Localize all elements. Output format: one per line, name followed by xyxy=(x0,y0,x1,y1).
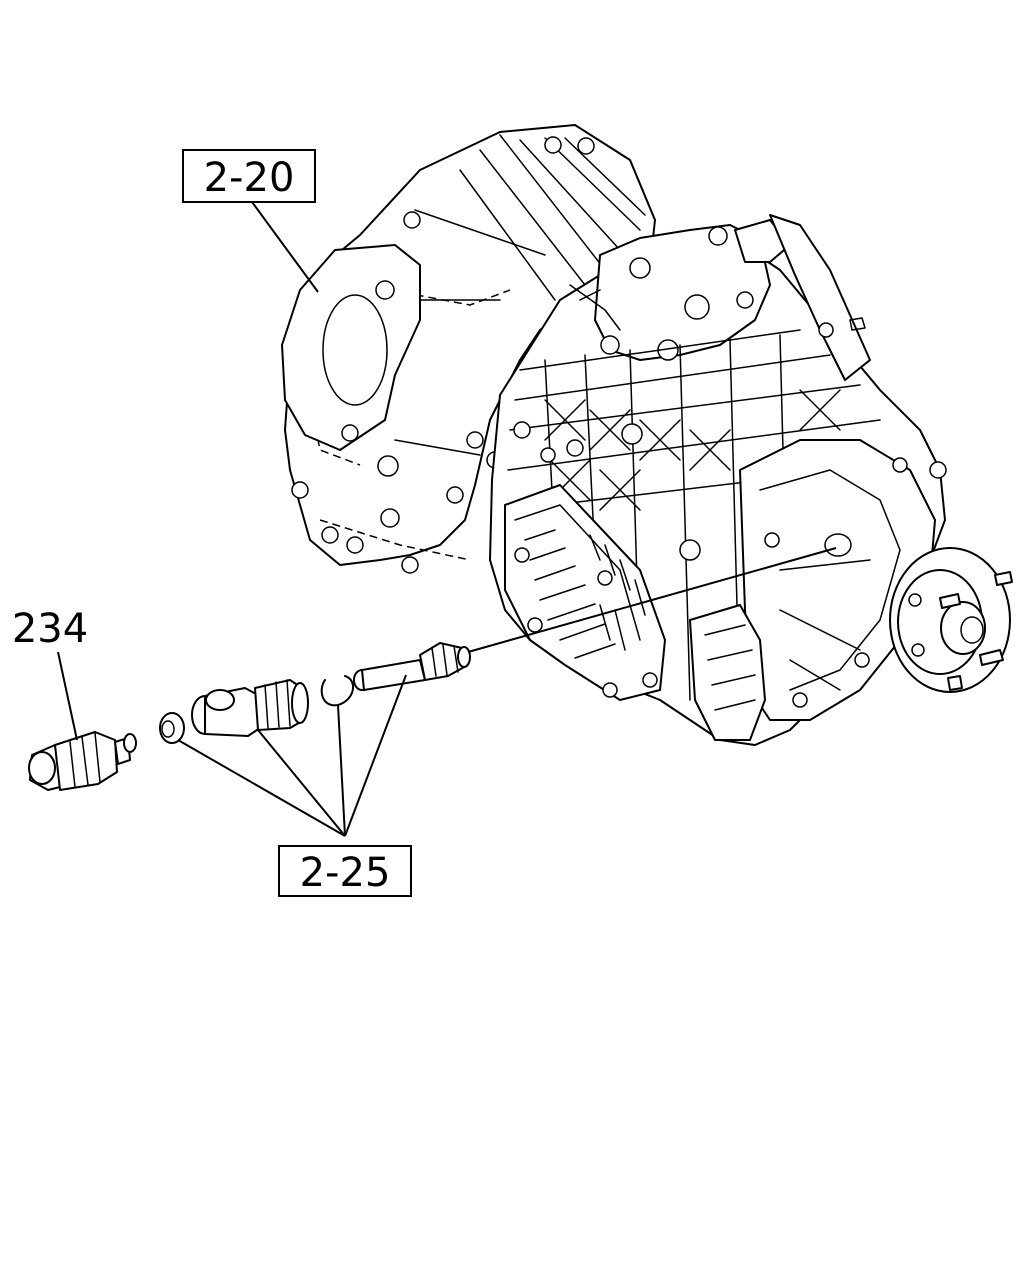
bell-housing xyxy=(284,124,656,566)
callout-234: 234 xyxy=(12,606,88,652)
lower-cover xyxy=(689,604,766,741)
callout-2-20-text: 2-20 xyxy=(204,155,295,201)
pto-cover xyxy=(504,484,666,701)
snap-ring xyxy=(320,675,354,707)
drive-sleeve xyxy=(191,679,309,737)
speed-sensor xyxy=(28,731,137,791)
leader-lines xyxy=(57,201,837,837)
drive-sleeve-ring xyxy=(159,712,185,744)
drive-gear-shaft xyxy=(353,642,471,691)
callout-2-25: 2-25 xyxy=(278,845,412,897)
callout-2-20: 2-20 xyxy=(182,149,316,203)
pto-cover-louvres xyxy=(514,504,646,659)
housing-bore xyxy=(322,294,388,406)
tower-bracket xyxy=(769,214,871,381)
output-flange xyxy=(889,547,1013,693)
callout-234-text: 234 xyxy=(12,606,88,652)
transmission-assembly xyxy=(281,124,1013,746)
callout-2-25-text: 2-25 xyxy=(300,850,391,896)
